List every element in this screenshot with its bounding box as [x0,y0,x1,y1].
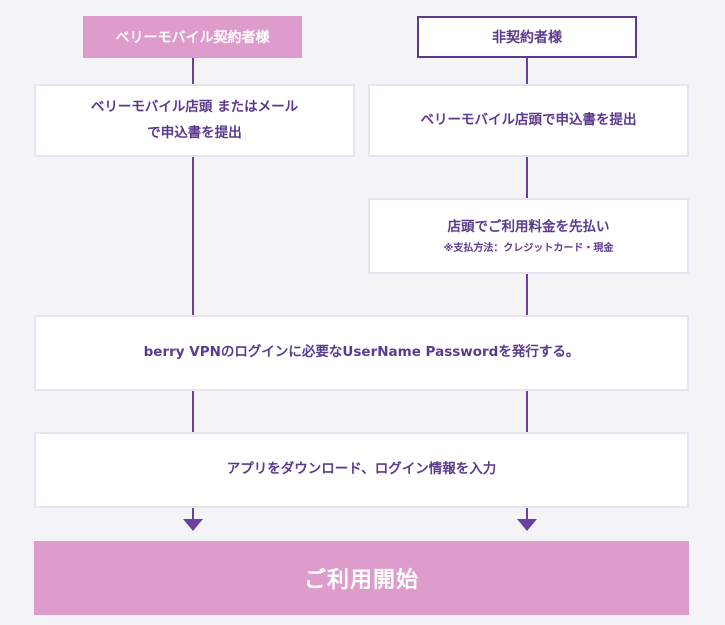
install-app-step: アプリをダウンロード、ログイン情報を入力 [34,432,689,508]
issue-credentials-label: berry VPNのログインに必要なUserName Passwordを発行する… [143,344,580,361]
start-using-banner: ご利用開始 [34,541,689,615]
start-using-label: ご利用開始 [303,568,419,593]
member-header-label: ベリーモバイル契約者様 [115,30,270,46]
member-apply-line1: ベリーモバイル店頭 またはメール [90,98,299,115]
non-member-header-label: 非契約者様 [492,30,562,46]
left-connector-bottom [192,506,194,520]
non-member-header: 非契約者様 [417,16,637,58]
member-header: ベリーモバイル契約者様 [83,16,302,58]
right-arrow-down-icon [517,519,537,531]
prepay-step: 店頭でご利用料金を先払い ※支払方法：クレジットカード・現金 [368,198,689,274]
non-member-apply-step: ベリーモバイル店頭で申込書を提出 [368,84,689,157]
install-app-label: アプリをダウンロード、ログイン情報を入力 [226,461,497,478]
non-member-apply-label: ベリーモバイル店頭で申込書を提出 [420,111,637,128]
left-connector-mid [192,389,194,434]
right-connector-top [526,58,528,85]
left-connector-top [192,58,194,85]
payment-method-note: ※支払方法：クレジットカード・現金 [443,242,614,254]
member-apply-line2: で申込書を提出 [147,124,242,141]
right-connector-2 [526,155,528,199]
left-connector-long [192,155,194,317]
member-apply-step: ベリーモバイル店頭 またはメール で申込書を提出 [34,84,355,157]
prepay-label: 店頭でご利用料金を先払い [447,219,610,236]
right-connector-3 [526,272,528,317]
right-connector-mid [526,389,528,434]
issue-credentials-step: berry VPNのログインに必要なUserName Passwordを発行する… [34,315,689,391]
left-arrow-down-icon [183,519,203,531]
right-connector-bottom [526,506,528,520]
